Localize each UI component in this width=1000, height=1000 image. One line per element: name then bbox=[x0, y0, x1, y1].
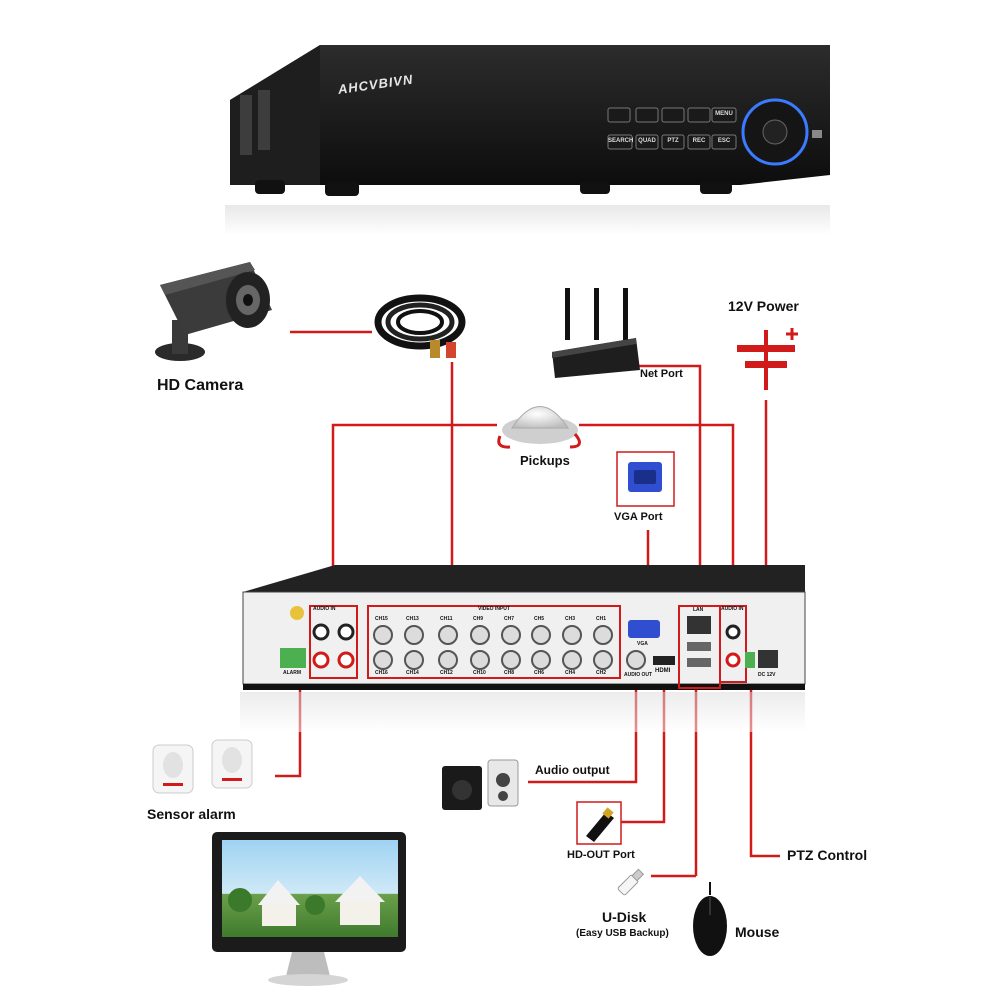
audio-in-label: AUDIO IN bbox=[313, 606, 336, 612]
channel-label: CH16 bbox=[375, 670, 388, 676]
channel-label: CH10 bbox=[473, 670, 486, 676]
channel-label: CH14 bbox=[406, 670, 419, 676]
video-input-label: VIDEO INPUT bbox=[478, 606, 510, 612]
channel-label: CH8 bbox=[504, 670, 515, 676]
audio-in-right-label: AUDIO IN bbox=[721, 606, 744, 612]
bnc-connectors bbox=[373, 625, 613, 670]
bnc-cable-image bbox=[374, 294, 466, 358]
search-button-label: SEARCH bbox=[608, 138, 634, 144]
channel-label: CH7 bbox=[504, 616, 515, 622]
hd-camera-image bbox=[155, 262, 272, 361]
speakers-image bbox=[442, 759, 519, 810]
channel-label: CH6 bbox=[534, 670, 545, 676]
pickup-microphone-image bbox=[497, 406, 581, 449]
sensor-alarm-label: Sensor alarm bbox=[147, 806, 236, 822]
power-label: 12V Power bbox=[728, 298, 799, 314]
channel-label: CH15 bbox=[375, 616, 388, 622]
dvr-front-reflection bbox=[225, 205, 830, 235]
dc-label: DC 12V bbox=[758, 672, 776, 678]
power-symbol-icon bbox=[737, 328, 798, 390]
vga-port-label: VGA Port bbox=[614, 511, 663, 523]
channel-label: CH11 bbox=[440, 616, 453, 622]
monitor-image bbox=[212, 832, 406, 986]
hdmi-label: HDMI bbox=[655, 668, 671, 674]
channel-label: CH3 bbox=[565, 616, 576, 622]
sensor-alarm-image bbox=[152, 739, 253, 794]
esc-button-label: ESC bbox=[717, 138, 731, 144]
u-disk-sublabel: (Easy USB Backup) bbox=[576, 928, 669, 939]
dvr-front-buttons bbox=[607, 107, 737, 150]
alarm-label: ALARM bbox=[283, 670, 302, 676]
vga-label: VGA bbox=[637, 641, 648, 647]
channel-label: CH13 bbox=[406, 616, 419, 622]
quad-button-label: QUAD bbox=[638, 138, 656, 144]
dvr-rear-reflection bbox=[240, 692, 805, 732]
pickups-label: Pickups bbox=[520, 453, 570, 468]
ptz-button-label: PTZ bbox=[667, 138, 679, 144]
mouse-image bbox=[693, 882, 727, 956]
vga-connector-image bbox=[616, 451, 675, 507]
channel-label: CH5 bbox=[534, 616, 545, 622]
ptz-control-label: PTZ Control bbox=[787, 847, 868, 863]
audio-out-label: AUDIO OUT bbox=[624, 672, 653, 678]
rec-button-label: REC bbox=[692, 138, 706, 144]
hdmi-cable-image bbox=[576, 801, 622, 845]
channel-label: CH12 bbox=[440, 670, 453, 676]
channel-label: CH1 bbox=[596, 616, 607, 622]
wiring bbox=[275, 330, 780, 878]
router-image bbox=[552, 288, 640, 378]
channel-label: CH9 bbox=[473, 616, 484, 622]
menu-button-label: MENU bbox=[715, 111, 733, 117]
channel-label: CH4 bbox=[565, 670, 576, 676]
dvr-jog-dial bbox=[741, 98, 809, 166]
hd-camera-label: HD Camera bbox=[157, 377, 244, 394]
mouse-label: Mouse bbox=[735, 924, 780, 940]
audio-output-label: Audio output bbox=[535, 763, 610, 777]
channel-label: CH2 bbox=[596, 670, 607, 676]
dvr-front-unit bbox=[230, 45, 830, 196]
hd-out-port-label: HD-OUT Port bbox=[567, 849, 635, 861]
lan-label: LAN bbox=[693, 607, 704, 613]
usb-drive-image bbox=[617, 868, 645, 896]
net-port-label: Net Port bbox=[640, 368, 683, 380]
u-disk-label: U-Disk bbox=[602, 909, 647, 925]
dvr-rear-unit bbox=[242, 565, 806, 690]
